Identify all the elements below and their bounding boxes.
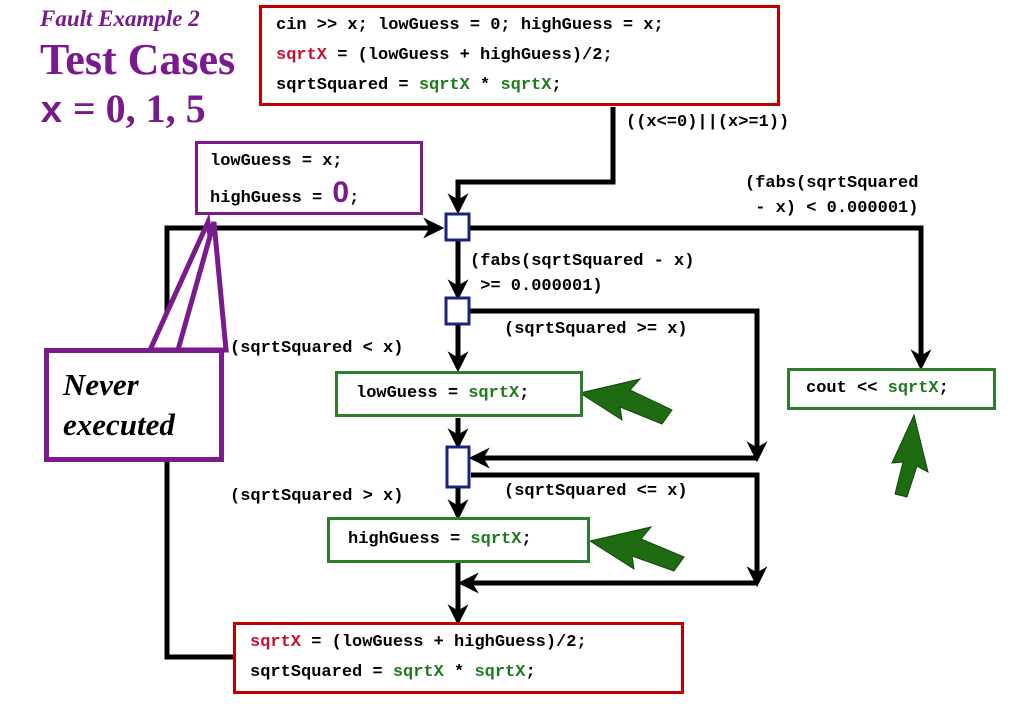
init-line-1: cin >> x; lowGuess = 0; highGuess = x; bbox=[276, 16, 664, 35]
code-text: ; bbox=[551, 76, 562, 95]
code-text: cout << bbox=[806, 379, 888, 398]
code-text: ; bbox=[938, 379, 949, 398]
code-var: sqrtX bbox=[474, 663, 526, 682]
test-cases-var: x bbox=[40, 91, 63, 134]
fault-line-2: highGuess = 0; bbox=[210, 177, 420, 215]
edge-label-loop-2: >= 0.000001) bbox=[470, 277, 603, 296]
edge-ge bbox=[469, 308, 768, 463]
slide-title: Test Cases bbox=[40, 35, 236, 84]
code-var: sqrtX bbox=[418, 76, 470, 95]
code-text: sqrtSquared = bbox=[276, 76, 419, 95]
edge-le bbox=[471, 472, 768, 588]
code-text: = (lowGuess + highGuess)/2; bbox=[327, 46, 613, 65]
code-var: sqrtX bbox=[470, 530, 522, 549]
code-var: sqrtX bbox=[887, 379, 939, 398]
high-guess-block: highGuess = sqrtX; bbox=[327, 517, 590, 563]
green-arrow-icon bbox=[588, 526, 685, 572]
high-guess-line: highGuess = sqrtX; bbox=[348, 525, 587, 555]
update-line-1: sqrtX = (lowGuess + highGuess)/2; bbox=[250, 628, 681, 658]
callout-line-1: Never bbox=[63, 367, 139, 402]
code-text: ; bbox=[521, 530, 532, 549]
fault-line-1: lowGuess = x; bbox=[210, 152, 343, 171]
code-text: = (lowGuess + highGuess)/2; bbox=[301, 633, 587, 652]
edge-label-exit-1: (fabs(sqrtSquared bbox=[745, 174, 919, 193]
init-line-3: sqrtSquared = sqrtX * sqrtX; bbox=[276, 71, 777, 101]
callout-line-2: executed bbox=[63, 407, 175, 442]
edge-label-gt: (sqrtSquared > x) bbox=[230, 487, 404, 506]
test-cases-values: = 0, 1, 5 bbox=[62, 86, 206, 131]
edge-label-lt: (sqrtSquared < x) bbox=[230, 339, 404, 358]
edge-label-branch: ((x<=0)||(x>=1)) bbox=[626, 113, 790, 132]
code-var: sqrtX bbox=[276, 46, 328, 65]
edge-exit-to-cout bbox=[469, 225, 932, 371]
code-var: sqrtX bbox=[250, 633, 302, 652]
cout-line: cout << sqrtX; bbox=[806, 374, 993, 404]
decision-node-gt-le bbox=[445, 445, 471, 489]
code-text: ; bbox=[525, 663, 536, 682]
edge-label-exit-2: - x) < 0.000001) bbox=[745, 199, 919, 218]
code-text: lowGuess = bbox=[356, 384, 469, 403]
update-block: sqrtX = (lowGuess + highGuess)/2; sqrtSq… bbox=[233, 622, 684, 694]
never-executed-callout: Never executed bbox=[44, 348, 224, 462]
low-guess-block: lowGuess = sqrtX; bbox=[335, 371, 583, 417]
code-text: ; bbox=[519, 384, 530, 403]
green-arrow-icon bbox=[578, 378, 673, 425]
decision-node-lt-ge bbox=[444, 296, 471, 326]
edge-label-le: (sqrtSquared <= x) bbox=[504, 482, 688, 501]
code-var: sqrtX bbox=[468, 384, 520, 403]
init-line-2: sqrtX = (lowGuess + highGuess)/2; bbox=[276, 41, 777, 71]
fault-value: 0 bbox=[332, 176, 350, 209]
fault-block: lowGuess = x; highGuess = 0; bbox=[195, 141, 423, 215]
decision-node-loop bbox=[444, 212, 471, 242]
code-var: sqrtX bbox=[392, 663, 444, 682]
slide-subtitle: Fault Example 2 bbox=[40, 6, 200, 31]
test-cases: x = 0, 1, 5 bbox=[40, 84, 206, 138]
code-text: sqrtSquared = bbox=[250, 663, 393, 682]
edge-label-ge: (sqrtSquared >= x) bbox=[504, 320, 688, 339]
update-line-2: sqrtSquared = sqrtX * sqrtX; bbox=[250, 658, 681, 688]
edge-init-to-loop bbox=[447, 107, 616, 215]
code-text: highGuess = bbox=[210, 189, 333, 208]
green-arrow-icon bbox=[891, 413, 929, 498]
init-block: cin >> x; lowGuess = 0; highGuess = x; s… bbox=[259, 5, 780, 106]
edge-label-loop-1: (fabs(sqrtSquared - x) bbox=[470, 252, 695, 271]
low-guess-line: lowGuess = sqrtX; bbox=[356, 379, 580, 409]
cout-block: cout << sqrtX; bbox=[787, 368, 996, 410]
code-var: sqrtX bbox=[500, 76, 552, 95]
code-text: highGuess = bbox=[348, 530, 471, 549]
code-text: * bbox=[469, 76, 501, 95]
code-text: * bbox=[443, 663, 475, 682]
code-text: ; bbox=[349, 189, 360, 208]
